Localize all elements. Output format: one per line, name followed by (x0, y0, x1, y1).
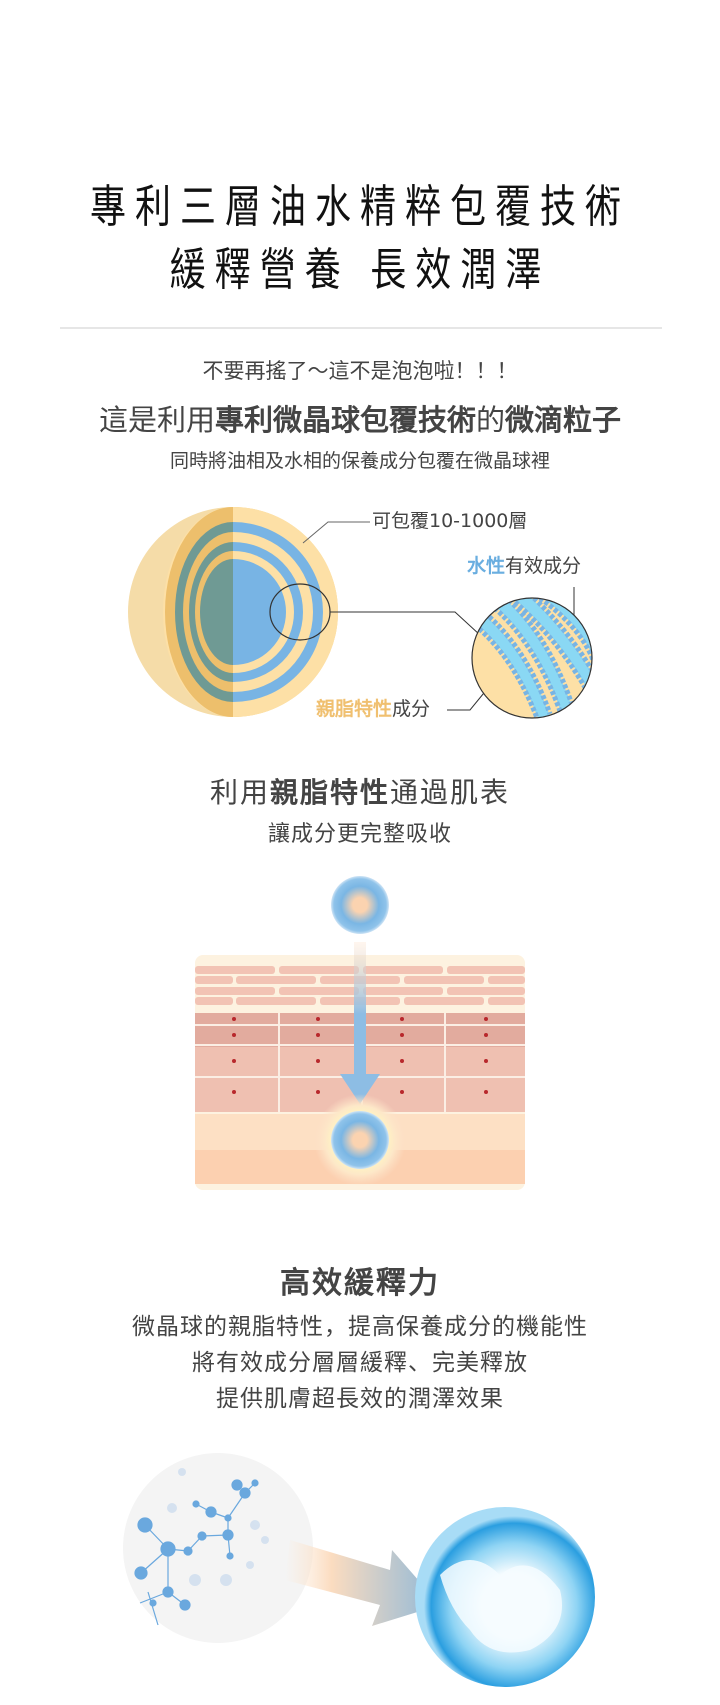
section3-line2: 將有效成分層層緩釋、完美釋放 (192, 1350, 528, 1376)
lipid-label-rest: 成分 (392, 698, 431, 720)
molecule-sphere (123, 1453, 313, 1643)
water-label-rest: 有效成分 (505, 555, 582, 577)
section2-heading-post: 通過肌表 (390, 776, 511, 809)
intro-line1: 不要再搖了～這不是泡泡啦！！！ (202, 359, 518, 383)
zoomed-layer-detail (472, 598, 592, 718)
intro-line3: 同時將油相及水相的保養成分包覆在微晶球裡 (169, 450, 550, 472)
molecule-network (134, 1479, 259, 1626)
microsphere-cross-section (128, 507, 338, 717)
main-title-line2: 緩釋營養 長效潤澤 (169, 244, 551, 296)
section3-line3: 提供肌膚超長效的潤澤效果 (216, 1386, 504, 1412)
section2-heading-pre: 利用 (209, 776, 270, 809)
intro-line2-bold1: 專利微晶球包覆技術 (214, 403, 476, 437)
lipid-label-highlight: 親脂特性 (316, 698, 393, 720)
water-label: 水性有效成分 (467, 555, 581, 578)
section2-heading-bold: 親脂特性 (269, 776, 390, 809)
skin-penetration-diagram (195, 876, 525, 1190)
water-label-highlight: 水性 (467, 555, 506, 577)
section2-heading: 利用親脂特性通過肌表 (0, 776, 720, 810)
intro-line2-bold2: 微滴粒子 (505, 403, 622, 437)
intro-line2: 這是利用專利微晶球包覆技術的微滴粒子 (0, 403, 720, 438)
microsphere-absorbed (331, 1111, 389, 1169)
lipid-label: 親脂特性成分 (316, 698, 430, 721)
transition-arrow-icon (285, 1540, 440, 1626)
main-title-line1: 專利三層油水精粹包覆技術 (89, 181, 630, 233)
release-illustration (123, 1453, 595, 1687)
microsphere-diagram (128, 507, 593, 719)
intro-line2-mid: 的 (476, 403, 506, 437)
layers-label: 可包覆10-1000層 (372, 510, 528, 532)
divider (60, 327, 662, 329)
section3-heading: 高效緩釋力 (280, 1266, 440, 1301)
section2-subheading: 讓成分更完整吸收 (267, 822, 452, 847)
section3-line1: 微晶球的親脂特性，提高保養成分的機能性 (132, 1314, 588, 1340)
microsphere-top (331, 876, 389, 934)
intro-line2-pre: 這是利用 (98, 403, 215, 437)
